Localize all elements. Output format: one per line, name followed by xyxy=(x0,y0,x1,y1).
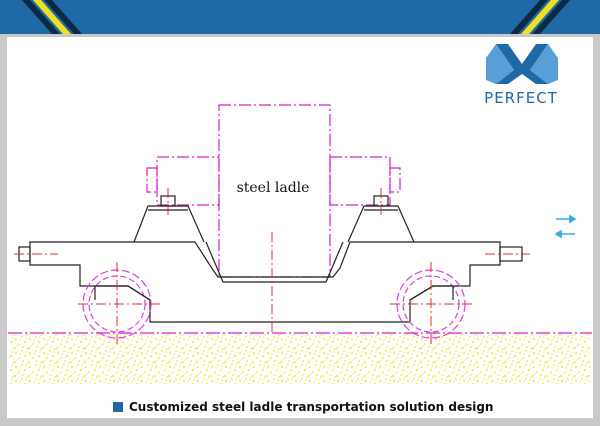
caption-text: Customized steel ladle transportation so… xyxy=(129,400,494,414)
caption: Customized steel ladle transportation so… xyxy=(113,398,493,416)
ladle-trunnion-left xyxy=(156,156,220,206)
ladle-label: steel ladle xyxy=(237,180,310,196)
arrow-left-icon xyxy=(554,229,575,239)
header-stripes xyxy=(22,0,570,34)
header-bar xyxy=(0,0,600,34)
logo-text: PERFECT xyxy=(484,89,558,107)
cad-drawing: PERFECT steel ladle xyxy=(8,44,592,384)
x-logo-icon xyxy=(486,44,558,84)
wheel-right-bracket xyxy=(409,285,454,301)
left-stripe-decoration xyxy=(22,0,82,34)
right-stripe-decoration xyxy=(510,0,570,34)
steel-ladle xyxy=(146,104,401,278)
caption-bullet-icon xyxy=(113,402,123,412)
arrow-right-icon xyxy=(556,214,577,224)
perfect-logo: PERFECT xyxy=(484,44,558,107)
cart-pocket xyxy=(205,241,344,283)
saddle-left xyxy=(133,205,205,243)
ladle-trunnion-cap-left xyxy=(146,167,158,193)
centerlines xyxy=(14,188,530,346)
direction-arrows xyxy=(554,214,577,239)
ground-area xyxy=(10,334,590,384)
cart-frame xyxy=(18,195,523,323)
wheel-left-bracket xyxy=(94,285,151,301)
drawing-panel: PERFECT steel ladle xyxy=(7,37,593,418)
ladle-trunnion-cap-right xyxy=(389,167,401,193)
